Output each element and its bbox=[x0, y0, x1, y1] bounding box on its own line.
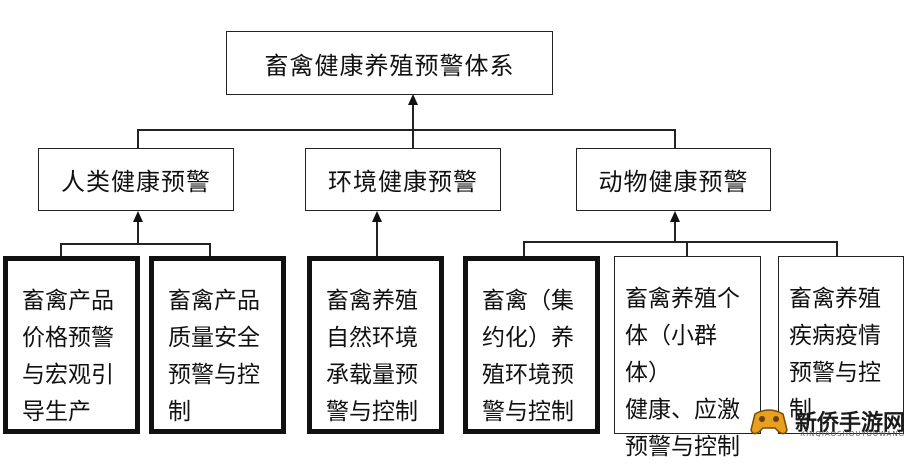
leaf-price-warning: 畜禽产品 价格预警 与宏观引 导生产 bbox=[3, 256, 140, 434]
connector bbox=[412, 129, 414, 149]
leaf-label: 畜禽养殖 疾病疫情 预警与控 制 bbox=[789, 286, 881, 423]
connector bbox=[686, 241, 688, 257]
connector bbox=[137, 129, 675, 131]
connector bbox=[60, 243, 210, 245]
leaf-label: 畜禽产品 价格预警 与宏观引 导生产 bbox=[22, 288, 114, 425]
leaf-disease-epidemic: 畜禽养殖 疾病疫情 预警与控 制 bbox=[778, 256, 904, 434]
root-node: 畜禽健康养殖预警体系 bbox=[226, 31, 553, 95]
leaf-label: 畜禽养殖 自然环境 承载量预 警与控制 bbox=[326, 288, 418, 425]
branch-label: 动物健康预警 bbox=[598, 168, 749, 196]
arrow-head bbox=[133, 211, 143, 222]
watermark-logo: 新侨手游网 XINQIAOSHOUYOUWANG bbox=[749, 404, 905, 438]
connector bbox=[137, 220, 139, 244]
branch-human-health: 人类健康预警 bbox=[38, 148, 234, 211]
connector bbox=[674, 129, 676, 149]
connector bbox=[376, 220, 378, 257]
connector bbox=[137, 129, 139, 149]
connector bbox=[412, 103, 414, 130]
leaf-individual-health: 畜禽养殖个 体（小群体） 健康、应激 预警与控制 bbox=[614, 256, 761, 460]
arrow-head bbox=[372, 211, 382, 222]
connector bbox=[523, 241, 525, 257]
root-label: 畜禽健康养殖预警体系 bbox=[264, 51, 515, 80]
leaf-label: 畜禽产品 质量安全 预警与控 制 bbox=[168, 288, 260, 425]
leaf-label: 畜禽（集 约化）养 殖环境预 警与控制 bbox=[482, 288, 574, 425]
connector bbox=[674, 220, 676, 242]
arrow-head bbox=[670, 211, 680, 222]
connector bbox=[523, 241, 837, 243]
watermark-text: 新侨手游网 bbox=[794, 411, 905, 436]
arrow-head bbox=[408, 94, 418, 105]
controller-icon bbox=[750, 409, 788, 435]
connector bbox=[836, 241, 838, 257]
leaf-label: 畜禽养殖个 体（小群体） 健康、应激 预警与控制 bbox=[625, 286, 740, 460]
hierarchy-diagram: 畜禽健康养殖预警体系 人类健康预警 环境健康预警 动物健康预警 畜禽产品 价格预… bbox=[3, 31, 905, 460]
branch-animal-health: 动物健康预警 bbox=[576, 148, 771, 211]
leaf-environment-capacity: 畜禽养殖 自然环境 承载量预 警与控制 bbox=[307, 256, 444, 434]
connector bbox=[60, 243, 62, 257]
branch-environment-health: 环境健康预警 bbox=[305, 148, 501, 211]
leaf-intensive-environment: 畜禽（集 约化）养 殖环境预 警与控制 bbox=[463, 256, 600, 434]
watermark-subtext: XINQIAOSHOUYOUWANG bbox=[800, 430, 905, 438]
connector bbox=[209, 243, 211, 257]
branch-label: 人类健康预警 bbox=[61, 168, 211, 196]
branch-label: 环境健康预警 bbox=[328, 168, 478, 196]
leaf-quality-safety: 畜禽产品 质量安全 预警与控 制 bbox=[149, 256, 286, 434]
